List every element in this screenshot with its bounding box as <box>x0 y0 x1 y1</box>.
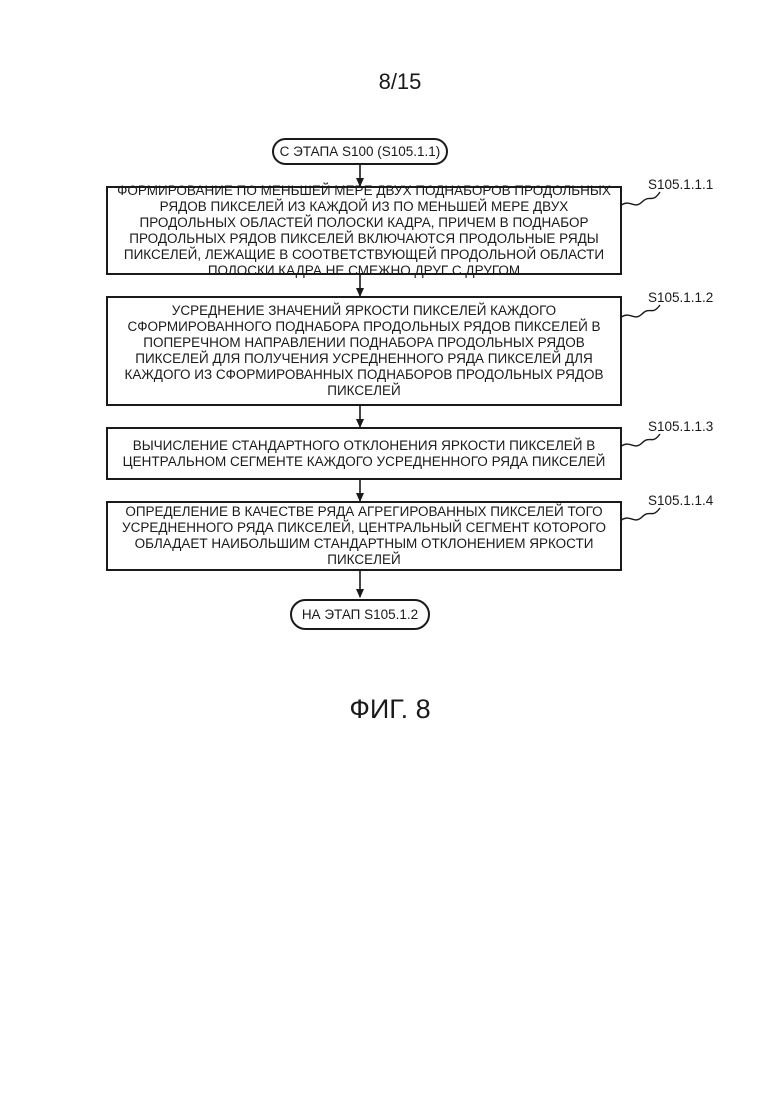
process-step-3-text: ВЫЧИСЛЕНИЕ СТАНДАРТНОГО ОТКЛОНЕНИЯ ЯРКОС… <box>116 438 612 470</box>
process-step-2-text: УСРЕДНЕНИЕ ЗНАЧЕНИЙ ЯРКОСТИ ПИКСЕЛЕЙ КАЖ… <box>116 303 612 399</box>
leader-step4 <box>620 508 660 521</box>
step-label-2: S105.1.1.2 <box>648 290 713 305</box>
process-step-3: ВЫЧИСЛЕНИЕ СТАНДАРТНОГО ОТКЛОНЕНИЯ ЯРКОС… <box>106 427 622 480</box>
step-label-3: S105.1.1.3 <box>648 419 713 434</box>
process-step-2: УСРЕДНЕНИЕ ЗНАЧЕНИЙ ЯРКОСТИ ПИКСЕЛЕЙ КАЖ… <box>106 296 622 406</box>
leader-step2 <box>620 305 660 318</box>
process-step-1: ФОРМИРОВАНИЕ ПО МЕНЬШЕЙ МЕРЕ ДВУХ ПОДНАБ… <box>106 186 622 275</box>
process-step-4: ОПРЕДЕЛЕНИЕ В КАЧЕСТВЕ РЯДА АГРЕГИРОВАНН… <box>106 501 622 571</box>
process-step-1-text: ФОРМИРОВАНИЕ ПО МЕНЬШЕЙ МЕРЕ ДВУХ ПОДНАБ… <box>116 183 612 279</box>
process-step-4-text: ОПРЕДЕЛЕНИЕ В КАЧЕСТВЕ РЯДА АГРЕГИРОВАНН… <box>116 504 612 568</box>
start-terminal-text: С ЭТАПА S100 (S105.1.1) <box>280 144 441 159</box>
end-terminal-text: НА ЭТАП S105.1.2 <box>302 607 418 622</box>
step-label-4: S105.1.1.4 <box>648 493 713 508</box>
leader-step1 <box>620 192 660 206</box>
step-label-1: S105.1.1.1 <box>648 177 713 192</box>
start-terminal: С ЭТАПА S100 (S105.1.1) <box>272 138 448 165</box>
leader-step3 <box>620 434 660 447</box>
figure-caption: ФИГ. 8 <box>290 694 490 725</box>
end-terminal: НА ЭТАП S105.1.2 <box>290 599 430 630</box>
